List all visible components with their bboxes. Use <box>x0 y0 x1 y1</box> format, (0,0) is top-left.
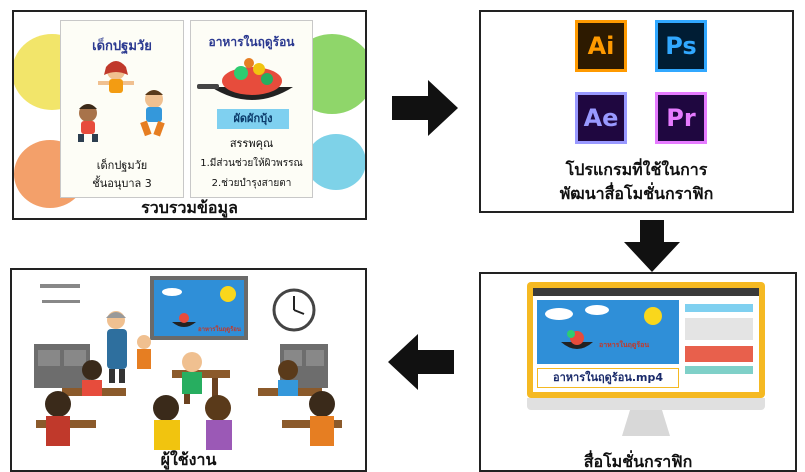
monitor-bezel <box>527 398 765 410</box>
caption-line-2: พัฒนาสื่อโมชั่นกราฟิก <box>559 184 714 203</box>
illustrator-icon: Ai <box>575 20 627 72</box>
users-panel: อาหารในฤดูร้อน ผู้ใช้งาน <box>10 268 367 472</box>
panel-caption: ผู้ใช้งาน <box>160 450 217 469</box>
dish-tag-label: ผัดผักบุ้ง <box>233 112 273 125</box>
premiere-icon: Pr <box>655 92 707 144</box>
photoshop-icon: Ps <box>655 20 707 72</box>
video-title: อาหารในฤดูร้อน <box>599 341 650 349</box>
card-title: อาหารในฤดูร้อน <box>208 35 295 49</box>
early-childhood-card: เด็กปฐมวัย เด็กปฐมวัย ชั้นอนุบาล 3 <box>60 20 184 198</box>
card-line-2: ชั้นอนุบาล 3 <box>92 177 152 190</box>
monitor-stand <box>622 410 670 436</box>
benefits-heading: สรรพคุณ <box>229 137 274 150</box>
screen-topbar <box>533 288 759 296</box>
card-line-1: เด็กปฐมวัย <box>96 159 148 172</box>
sidebar-bar-red <box>685 346 753 362</box>
sidebar-bar-teal <box>685 366 753 374</box>
app-label: Ps <box>665 32 697 60</box>
motion-graphic-panel: อาหารในฤดูร้อน อาหารในฤดูร้อน.mp4 สื่อโม… <box>479 272 797 472</box>
file-name-text: อาหารในฤดูร้อน.mp4 <box>552 371 664 384</box>
app-label: Ai <box>587 32 615 60</box>
sidebar-bar-gray <box>685 318 753 340</box>
programs-panel: Ai Ps Ae Pr โปรแกรมที่ใช้ในการ พัฒนาสื่อ… <box>479 10 794 213</box>
dish-tag: ผัดผักบุ้ง <box>217 109 289 129</box>
classroom-illustration <box>34 276 342 450</box>
arrow-right-icon <box>392 80 458 136</box>
after-effects-icon: Ae <box>575 92 627 144</box>
benefit-line-1: 1.มีส่วนช่วยให้ผิวพรรณ <box>200 158 303 169</box>
video-scene <box>545 305 662 349</box>
benefit-line-2: 2.ช่วยบำรุงสายตา <box>211 178 292 189</box>
summer-food-card: อาหารในฤดูร้อน ผัดผักบุ้ง สรรพคุณ 1.มีส่… <box>190 20 313 198</box>
app-label: Pr <box>666 104 696 132</box>
collect-data-panel: เด็กปฐมวัย เด็กปฐมวัย ชั้นอนุบาล 3 อาหาร… <box>12 10 367 220</box>
food-pan-illustration <box>197 58 293 100</box>
app-label: Ae <box>583 104 619 132</box>
monitor-frame: อาหารในฤดูร้อน อาหารในฤดูร้อน.mp4 <box>527 282 765 398</box>
panel-caption: สื่อโมชั่นกราฟิก <box>583 452 693 471</box>
caption-line-1: โปรแกรมที่ใช้ในการ <box>565 160 708 179</box>
kids-illustration <box>78 61 165 142</box>
board-text: อาหารในฤดูร้อน <box>198 326 242 333</box>
arrow-down-icon <box>624 220 680 272</box>
monitor-screen: อาหารในฤดูร้อน อาหารในฤดูร้อน.mp4 <box>533 288 759 392</box>
arrow-left-icon <box>388 334 454 390</box>
card-title: เด็กปฐมวัย <box>92 39 152 54</box>
sidebar-bar-blue <box>685 304 753 312</box>
file-name-label: อาหารในฤดูร้อน.mp4 <box>537 368 679 388</box>
panel-caption: รวบรวมข้อมูล <box>141 198 238 217</box>
video-preview: อาหารในฤดูร้อน <box>537 300 679 364</box>
